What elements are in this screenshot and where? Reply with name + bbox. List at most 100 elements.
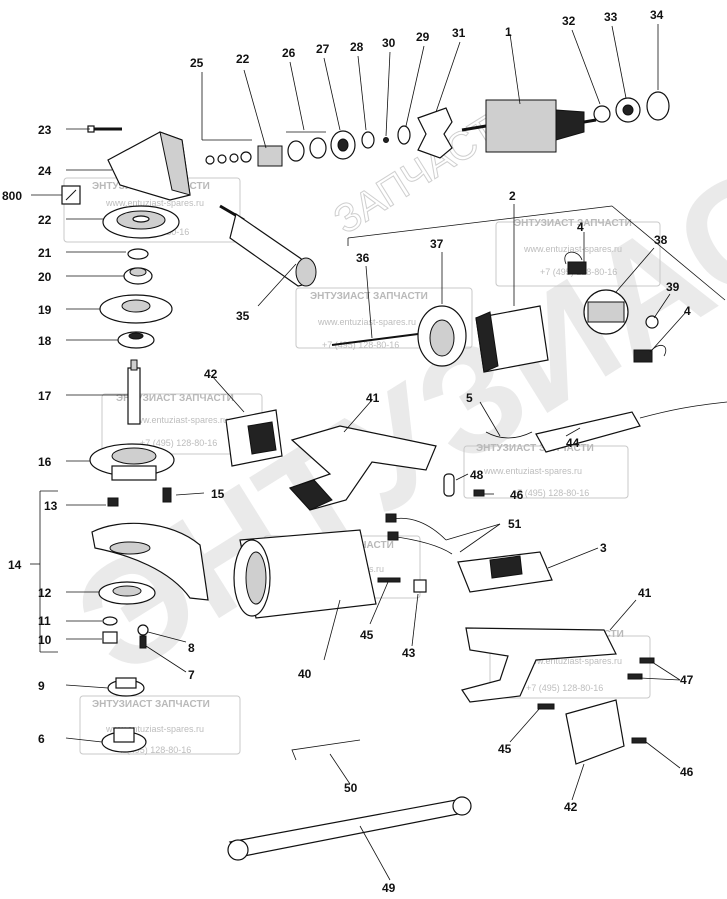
part-25-spacers [205, 151, 252, 165]
watermark-box-phone: +7 (495) 128-80-16 [322, 340, 399, 350]
part-26-rings [287, 137, 327, 162]
part-22-bevel-gear [102, 205, 180, 239]
part-40-motor-housing [233, 529, 377, 619]
part-14-wheel-guard [91, 522, 209, 601]
part-13-screw [107, 497, 119, 507]
part-34-cap [646, 91, 670, 121]
part-32-washer [593, 105, 611, 123]
part-30-ball [383, 137, 389, 143]
part-label: 2 [509, 189, 516, 203]
part-label: 47 [680, 673, 694, 687]
part-6-flange [101, 727, 147, 753]
part-label: 51 [508, 517, 522, 531]
part-18-bearing [117, 331, 155, 349]
watermark-box-phone: +7 (495) 128-80-16 [140, 438, 217, 448]
part-label: 19 [38, 303, 52, 317]
part-36-long-screw [331, 333, 419, 346]
part-label: 45 [498, 742, 512, 756]
part-47-screw [627, 673, 643, 680]
part-5-cable-protector [485, 431, 533, 439]
part-label: 34 [650, 8, 664, 22]
part-42-cover [565, 699, 625, 765]
part-drawings [61, 91, 727, 861]
part-label: 800 [2, 189, 22, 203]
part-label: 13 [44, 499, 58, 513]
part-4-carbon-brush [564, 251, 587, 275]
watermark-box-url: www.entuziast-spares.ru [105, 198, 204, 208]
part-label: 48 [470, 468, 484, 482]
part-42-cover [225, 409, 283, 467]
part-label: 41 [366, 391, 380, 405]
part-45-screw [537, 703, 555, 710]
part-label: 26 [282, 46, 296, 60]
part-label: 3 [600, 541, 607, 555]
part-label: 22 [236, 52, 250, 66]
watermark-box-url: www.entuziast-spares.ru [317, 317, 416, 327]
watermark-box-title: ЭНТУЗИАСТ ЗАПЧАСТИ [92, 699, 210, 710]
watermark-box-title: ЭНТУЗИАСТ ЗАПЧАСТИ [116, 393, 234, 404]
part-label: 28 [350, 40, 364, 54]
part-label: 37 [430, 237, 444, 251]
watermark-box-phone: +7 (495) 128-80-16 [512, 488, 589, 498]
part-label: 30 [382, 36, 396, 50]
part-label: 44 [566, 436, 580, 450]
part-3-switch [457, 551, 553, 593]
part-8-washer [137, 624, 149, 636]
part-16-bearing-flange [89, 443, 175, 481]
part-label: 4 [684, 304, 691, 318]
part-20-collar [123, 267, 153, 285]
part-label: 40 [298, 667, 312, 681]
part-46-screw [473, 489, 485, 497]
part-label: 33 [604, 10, 618, 24]
part-41-handle-lower [461, 627, 617, 703]
watermark-box-url: www.entuziast-spares.ru [483, 466, 582, 476]
part-48-clamp [443, 473, 455, 497]
part-9-flange-nut [107, 677, 145, 697]
part-label: 27 [316, 42, 330, 56]
part-11-washer [102, 616, 118, 626]
part-21-nut [127, 248, 149, 260]
part-35-side-handle [219, 204, 317, 287]
part-label: 50 [344, 781, 358, 795]
part-1-armature [461, 99, 597, 153]
part-label: 45 [360, 628, 374, 642]
part-label: 1 [505, 25, 512, 39]
part-31-fan [417, 107, 453, 159]
part-label: 23 [38, 123, 52, 137]
part-49-spanner-wrench [227, 796, 472, 861]
part-label: 17 [38, 389, 52, 403]
part-50-hex-key [291, 739, 361, 761]
part-label: 29 [416, 30, 430, 44]
watermark-box-phone: +7 (495) 128-80-16 [114, 745, 191, 755]
part-label: 35 [236, 309, 250, 323]
part-28-ring [361, 131, 375, 149]
part-label: 18 [38, 334, 52, 348]
watermark-box-url: www.entuziast-spares.ru [523, 656, 622, 666]
part-label: 32 [562, 14, 576, 28]
part-label: 31 [452, 26, 466, 40]
part-46-screw [631, 737, 647, 744]
part-label: 39 [666, 280, 680, 294]
part-33-bearing [615, 97, 641, 123]
leader-lines [30, 24, 726, 881]
part-label: 38 [654, 233, 668, 247]
part-label: 20 [38, 270, 52, 284]
part-44-power-cord [535, 401, 727, 453]
part-label: 5 [466, 391, 473, 405]
part-label: 10 [38, 633, 52, 647]
part-number-labels: 1 2 3 4 4 5 6 7 8 9 10 11 12 13 14 15 16… [2, 8, 694, 895]
part-label: 41 [638, 586, 652, 600]
part-7-screw [139, 635, 147, 649]
part-39-clip [645, 315, 659, 329]
part-10-nut [102, 631, 118, 644]
part-27-bearing [330, 130, 356, 160]
part-label: 24 [38, 164, 52, 178]
part-19-flange-disc [99, 294, 173, 324]
part-label: 42 [204, 367, 218, 381]
part-label: 36 [356, 251, 370, 265]
watermark-box-phone: +7 (495) 128-80-16 [526, 683, 603, 693]
part-label: 21 [38, 246, 52, 260]
part-label: 16 [38, 455, 52, 469]
part-label: 7 [188, 668, 195, 682]
